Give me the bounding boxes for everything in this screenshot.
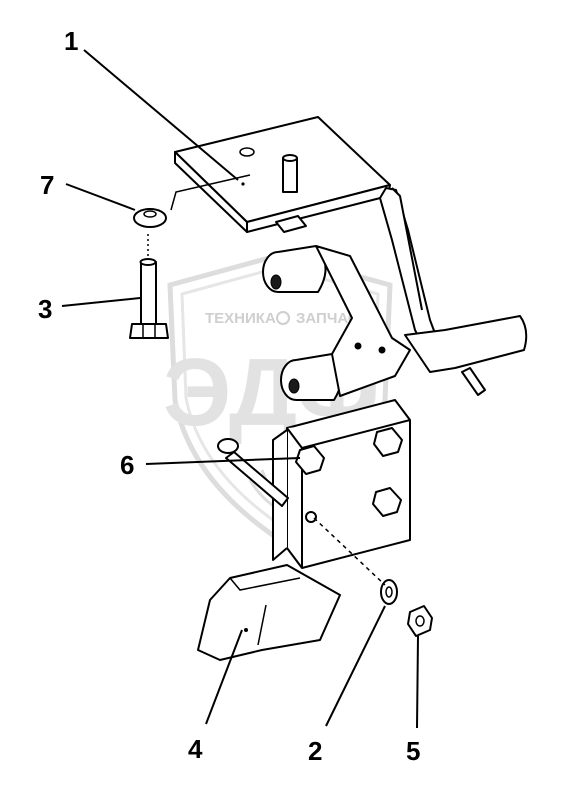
part-2-washer xyxy=(380,579,398,605)
callout-1: 1 xyxy=(64,26,78,56)
callout-3: 3 xyxy=(38,294,52,324)
leader-4 xyxy=(205,629,243,725)
callout-5: 5 xyxy=(406,736,420,766)
part-3-bolt xyxy=(129,234,169,339)
assembly-axis xyxy=(170,174,251,211)
callout-2: 2 xyxy=(308,736,322,766)
leader-6 xyxy=(145,457,301,465)
part-7-washer xyxy=(133,208,167,228)
leader-7 xyxy=(65,183,136,211)
part-1-upper-bracket xyxy=(174,116,528,401)
gear-icon xyxy=(276,311,290,325)
leader-5 xyxy=(416,635,419,729)
callout-4: 4 xyxy=(188,734,203,764)
leader-2 xyxy=(325,605,386,727)
watermark-top-text: ТЕХНИКА xyxy=(205,310,276,327)
part-6-bolt xyxy=(217,438,325,507)
leader-lines xyxy=(61,49,419,729)
assembly-axis xyxy=(313,517,386,586)
part-5-nut xyxy=(407,605,433,637)
leader-1 xyxy=(83,49,239,181)
callout-6: 6 xyxy=(120,450,134,480)
leader-3 xyxy=(61,297,141,307)
callout-7: 7 xyxy=(40,170,54,200)
